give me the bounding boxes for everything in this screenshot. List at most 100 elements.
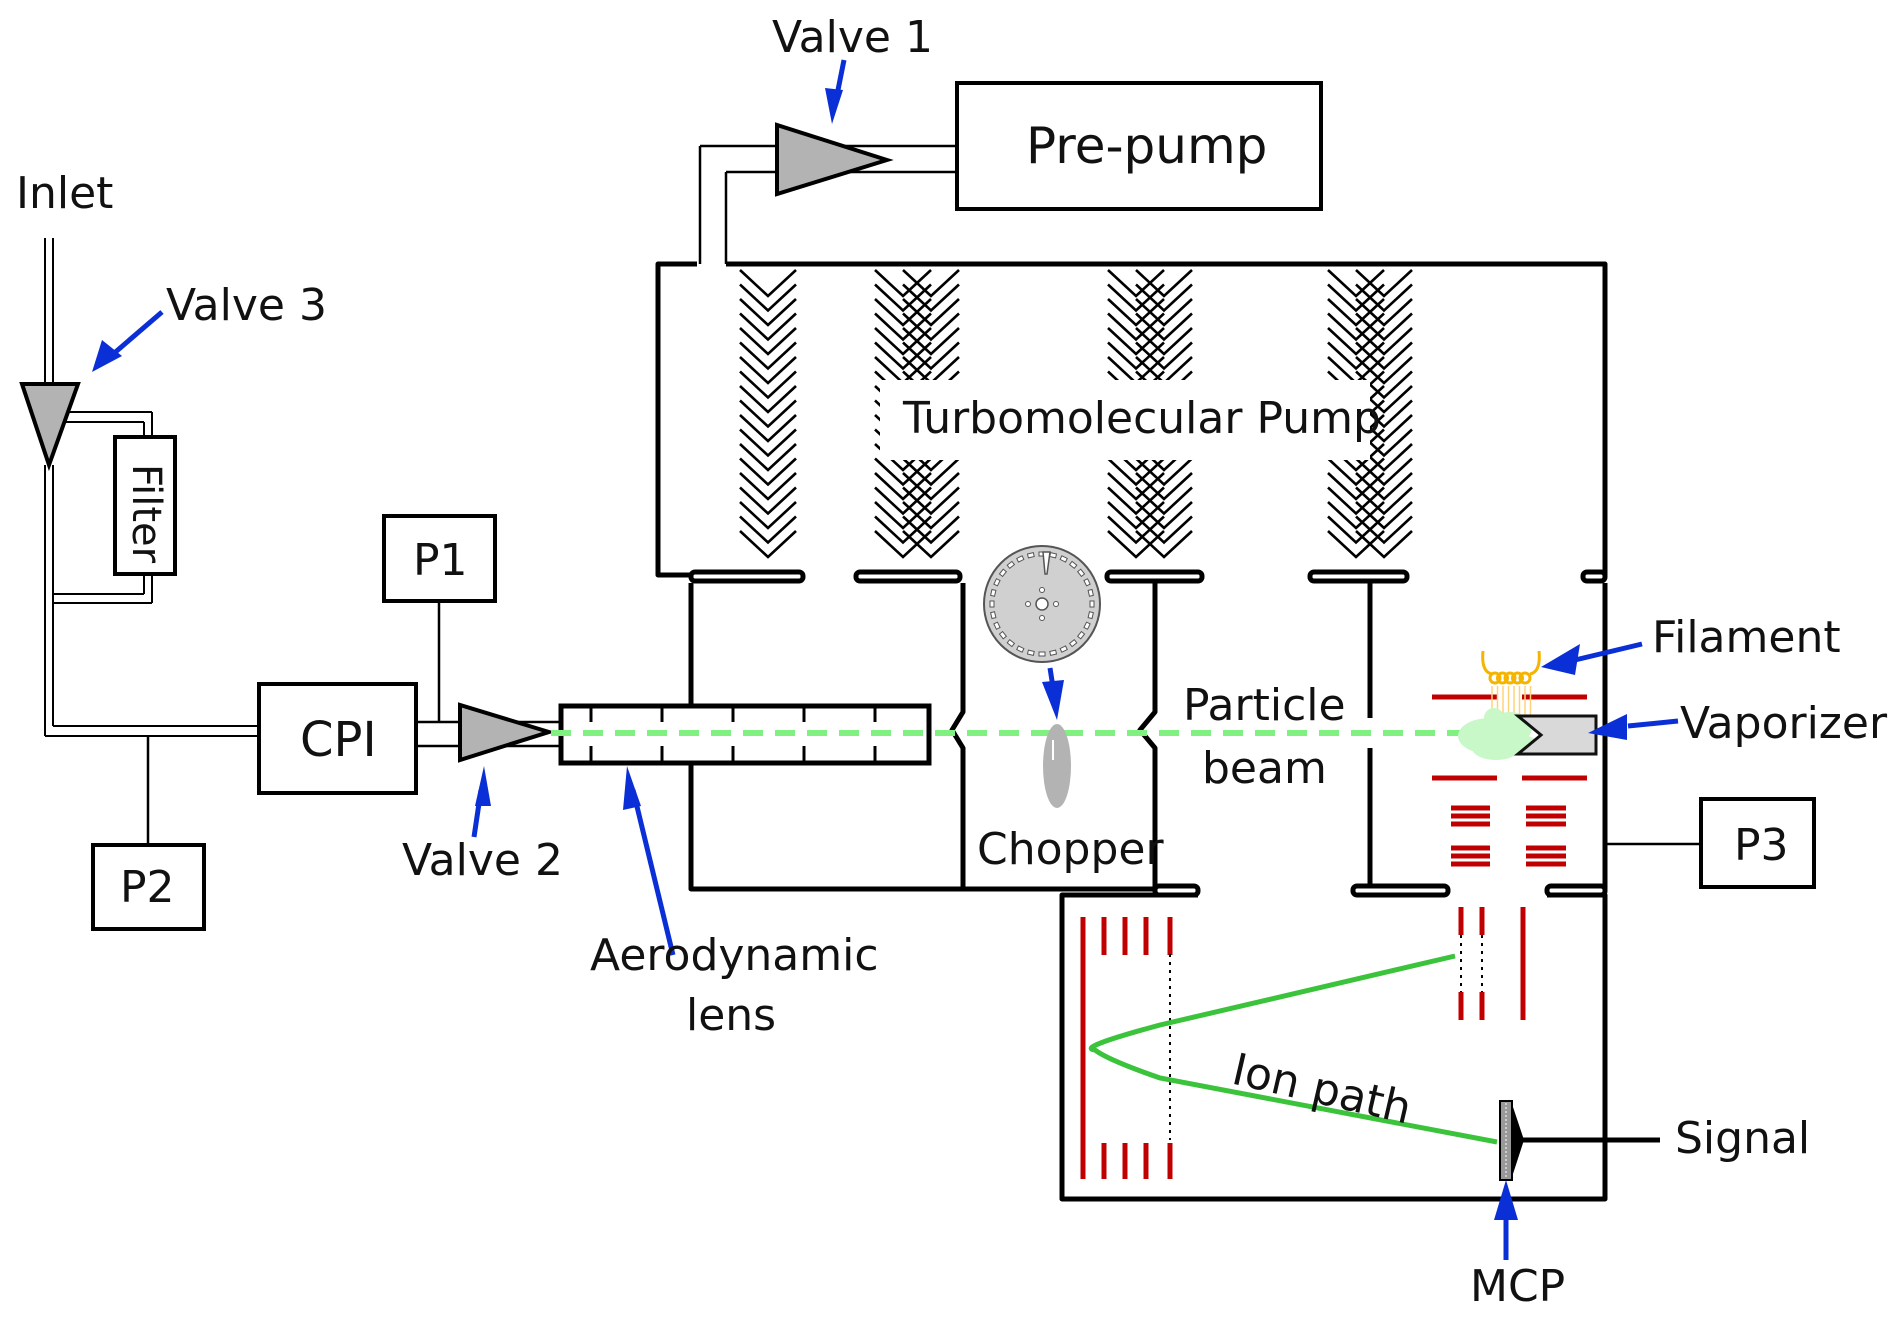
valve-3-label: Valve 3 xyxy=(166,280,327,331)
turbo-blade xyxy=(874,457,932,487)
turbo-blade xyxy=(1107,298,1165,327)
turbo-blade xyxy=(739,443,797,472)
p1-label: P1 xyxy=(413,535,468,586)
p3-gauge xyxy=(1699,797,1816,889)
inlet-line xyxy=(44,238,259,737)
turbo-blade xyxy=(739,472,797,501)
chopper-slot xyxy=(1076,630,1086,640)
turbo-blade xyxy=(874,283,932,313)
turbo-blade xyxy=(739,501,797,530)
turbo-blade xyxy=(902,312,960,342)
p2-label: P2 xyxy=(120,862,175,913)
turbo-blade xyxy=(1327,341,1385,371)
particle-beam-label-2: beam xyxy=(1202,743,1327,794)
cpi-label: CPI xyxy=(300,712,377,768)
filament-arrow xyxy=(1541,641,1643,675)
chopper-slot xyxy=(1089,600,1095,608)
chopper-slot xyxy=(1068,560,1078,570)
turbo-blade xyxy=(739,414,797,443)
turbo-blade xyxy=(902,472,960,501)
chopper-slot xyxy=(1026,552,1035,559)
turbo-blade xyxy=(739,269,797,298)
p3-label: P3 xyxy=(1734,820,1789,871)
turbo-blade xyxy=(1107,501,1165,530)
turbo-blade xyxy=(1107,312,1165,342)
valve-2-label: Valve 2 xyxy=(402,835,563,886)
turbo-blade xyxy=(739,283,797,313)
turbo-blade xyxy=(1107,530,1165,559)
turbo-blade xyxy=(874,530,932,559)
p1-gauge xyxy=(382,514,497,603)
turbo-blade xyxy=(874,486,932,516)
extractor-electrodes xyxy=(1458,907,1526,1020)
chopper-slot xyxy=(993,621,1001,630)
mcp-arrow xyxy=(1494,1180,1518,1260)
chopper-wheel-icon xyxy=(983,545,1101,663)
ion-path-label: Ion path xyxy=(1228,1044,1417,1135)
turbo-blade xyxy=(1135,327,1193,356)
chopper-slot xyxy=(998,568,1008,578)
chopper-slot xyxy=(1049,649,1058,656)
valve-3-icon xyxy=(19,382,81,472)
turbo-blade xyxy=(1107,269,1165,298)
turbo-blade xyxy=(739,370,797,400)
cpi-box xyxy=(257,682,418,795)
turbo-blade xyxy=(739,486,797,516)
turbo-blade xyxy=(874,501,932,530)
filament-coil xyxy=(1488,671,1502,685)
turbo-blade xyxy=(739,399,797,429)
turbo-blade xyxy=(1107,486,1165,516)
turbo-blade xyxy=(1327,283,1385,313)
turbo-blade xyxy=(1327,486,1385,516)
turbo-blade xyxy=(1135,457,1193,487)
turbo-blade xyxy=(902,457,960,487)
turbo-blade xyxy=(739,356,797,385)
turbo-blade xyxy=(1355,501,1413,530)
vaporizer-label: Vaporizer xyxy=(1680,698,1888,749)
filament-coil xyxy=(1503,671,1517,685)
turbo-blade xyxy=(1135,283,1193,313)
pre-pump-label: Pre-pump xyxy=(1026,117,1267,175)
turbo-blade xyxy=(1327,472,1385,501)
chopper-slot xyxy=(989,600,995,608)
valve-2-arrow xyxy=(471,766,491,838)
valve-3-arrow xyxy=(92,310,164,372)
turbo-blade xyxy=(902,269,960,298)
turbo-blade xyxy=(739,428,797,458)
filament-coil xyxy=(1518,671,1532,685)
turbo-blade xyxy=(902,327,960,356)
turbo-blade xyxy=(902,530,960,559)
chopper-slot xyxy=(1087,611,1094,620)
turbo-blade xyxy=(1135,486,1193,516)
chopper-slot xyxy=(1038,651,1046,657)
chopper-arrow xyxy=(1042,667,1064,720)
turbo-blade xyxy=(739,457,797,487)
ion-path xyxy=(1088,953,1498,1145)
aerodynamic-lens-label-1: Aerodynamic xyxy=(590,930,879,981)
chopper-label: Chopper xyxy=(977,824,1164,875)
turbo-blade xyxy=(1327,515,1385,545)
turbo-blade xyxy=(1327,530,1385,559)
filament-coil xyxy=(1496,671,1509,685)
chopper-slot xyxy=(1026,649,1035,656)
turbo-blade xyxy=(739,515,797,545)
pre-pump-box xyxy=(955,81,1323,211)
turbo-blade xyxy=(1135,530,1193,559)
turbo-blade xyxy=(1135,269,1193,298)
turbo-blade xyxy=(1107,341,1165,371)
chopper-slot xyxy=(1049,552,1058,559)
tof-chamber xyxy=(1059,892,1608,1202)
vaporizer-icon xyxy=(1513,714,1598,756)
valve-1-icon xyxy=(775,122,894,197)
filament-icon xyxy=(1481,650,1541,718)
turbo-blade xyxy=(902,515,960,545)
turbo-blade xyxy=(1327,298,1385,327)
valve-2-icon xyxy=(458,702,556,763)
particle-beam-label-1: Particle xyxy=(1183,680,1346,731)
turbo-blade xyxy=(739,341,797,371)
turbo-blade xyxy=(1355,472,1413,501)
turbo-blade xyxy=(874,298,932,327)
chopper-slot xyxy=(1016,555,1025,563)
turbo-blade xyxy=(902,341,960,371)
chopper-slot xyxy=(1059,645,1068,653)
